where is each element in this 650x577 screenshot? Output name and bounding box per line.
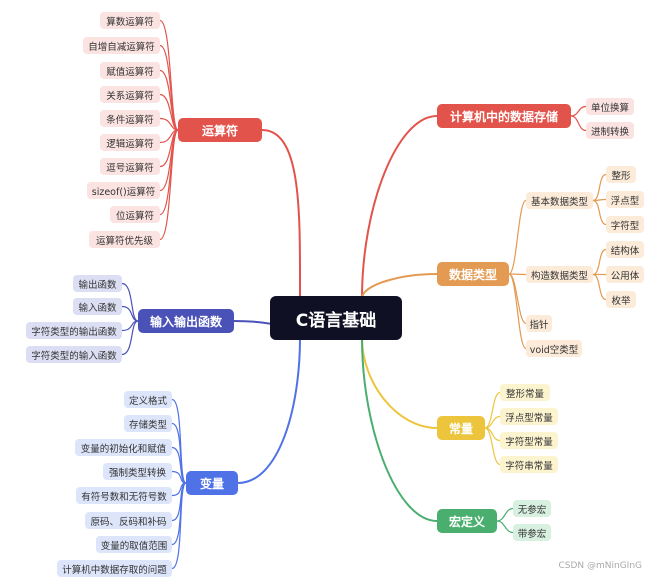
- connector-co-0: [484, 391, 501, 429]
- connector-st-1: [570, 115, 587, 132]
- leaf-float-const: 浮点型常量: [500, 408, 558, 425]
- connector-root-m-types: [361, 273, 438, 299]
- leaf-constructed-types: 构造数据类型: [526, 266, 593, 283]
- connector-co-1: [484, 415, 501, 429]
- leaf-bitwise-op: 位运算符: [110, 206, 160, 223]
- leaf-comma-op: 逗号运算符: [100, 158, 160, 175]
- connector-ops-9: [159, 129, 179, 241]
- leaf-pointer: 指针: [526, 315, 552, 332]
- leaf-incdec-op: 自增自减运算符: [83, 37, 160, 54]
- connector-ty-1-2: [592, 273, 607, 301]
- leaf-input-fn: 输入函数: [73, 298, 122, 315]
- connector-vars-2: [171, 446, 187, 484]
- branch-data-storage: 计算机中的数据存储: [437, 104, 571, 128]
- leaf-string-const: 字符串常量: [500, 456, 558, 473]
- connector-ops-4: [159, 117, 179, 131]
- branch-data-types: 数据类型: [437, 262, 509, 286]
- connector-ty-0: [508, 199, 527, 275]
- connector-ty-3: [508, 273, 527, 350]
- leaf-conditional-op: 条件运算符: [100, 110, 160, 127]
- watermark: CSDN @mNinGInG: [558, 561, 642, 571]
- leaf-float-type: 浮点型: [606, 191, 644, 208]
- leaf-no-param-macro: 无参宏: [513, 500, 551, 517]
- connector-ty-1: [508, 273, 527, 276]
- connector-ty-0-2: [592, 199, 607, 226]
- leaf-assign-op: 赋值运算符: [100, 62, 160, 79]
- leaf-char-const: 字符型常量: [500, 432, 558, 449]
- leaf-relational-op: 关系运算符: [100, 86, 160, 103]
- connector-ma-0: [496, 507, 514, 522]
- leaf-arith-op: 算数运算符: [100, 12, 160, 29]
- leaf-void-type: void空类型: [526, 340, 582, 357]
- connector-io-3: [121, 320, 139, 356]
- root-node: C语言基础: [270, 296, 402, 340]
- leaf-def-format: 定义格式: [124, 391, 172, 408]
- connector-co-3: [484, 427, 501, 466]
- connector-ma-1: [496, 520, 514, 534]
- leaf-type-cast: 强制类型转换: [103, 463, 172, 480]
- branch-constants: 常量: [437, 416, 485, 440]
- leaf-param-macro: 带参宏: [513, 524, 551, 541]
- leaf-struct: 结构体: [606, 241, 644, 258]
- leaf-complement-codes: 原码、反码和补码: [85, 512, 172, 529]
- leaf-char-type: 字符型: [606, 216, 644, 233]
- leaf-enum: 枚举: [606, 291, 636, 308]
- connector-ty-1-0: [592, 248, 607, 276]
- connector-st-0: [570, 105, 587, 117]
- leaf-logical-op: 逻辑运算符: [100, 134, 160, 151]
- connector-root-m-storage: [361, 115, 438, 299]
- connector-root-m-ops: [261, 129, 302, 299]
- connector-io-0: [121, 282, 139, 322]
- connector-root-m-vars: [237, 337, 301, 484]
- leaf-storage-class: 存储类型: [124, 415, 172, 432]
- leaf-op-precedence: 运算符优先级: [89, 231, 160, 248]
- branch-io-functions: 输入输出函数: [138, 309, 234, 333]
- connector-ty-0-0: [592, 173, 607, 202]
- leaf-data-access: 计算机中数据存取的问题: [57, 560, 172, 577]
- connector-io-1: [121, 305, 139, 322]
- leaf-output-fn: 输出函数: [73, 275, 122, 292]
- leaf-sizeof-op: sizeof()运算符: [87, 182, 160, 199]
- leaf-char-input-fn: 字符类型的输入函数: [26, 346, 122, 363]
- branch-macros: 宏定义: [437, 509, 497, 533]
- leaf-signed-unsigned: 有符号数和无符号数: [76, 487, 172, 504]
- leaf-value-range: 变量的取值范围: [96, 536, 172, 553]
- leaf-char-output-fn: 字符类型的输出函数: [26, 322, 122, 339]
- leaf-int-const: 整形常量: [500, 384, 550, 401]
- branch-variables: 变量: [186, 471, 238, 495]
- leaf-unit-conversion: 单位换算: [586, 98, 634, 115]
- connector-root-m-macro: [361, 337, 438, 522]
- leaf-basic-types: 基本数据类型: [526, 192, 593, 209]
- connector-root-m-consts: [361, 337, 438, 429]
- leaf-union: 公用体: [606, 266, 644, 283]
- connector-ops-3: [159, 93, 179, 131]
- leaf-base-conversion: 进制转换: [586, 122, 634, 139]
- connector-vars-7: [171, 482, 187, 570]
- branch-operators: 运算符: [178, 118, 262, 142]
- leaf-int-type: 整形: [606, 166, 636, 183]
- leaf-var-init: 变量的初始化和赋值: [75, 439, 172, 456]
